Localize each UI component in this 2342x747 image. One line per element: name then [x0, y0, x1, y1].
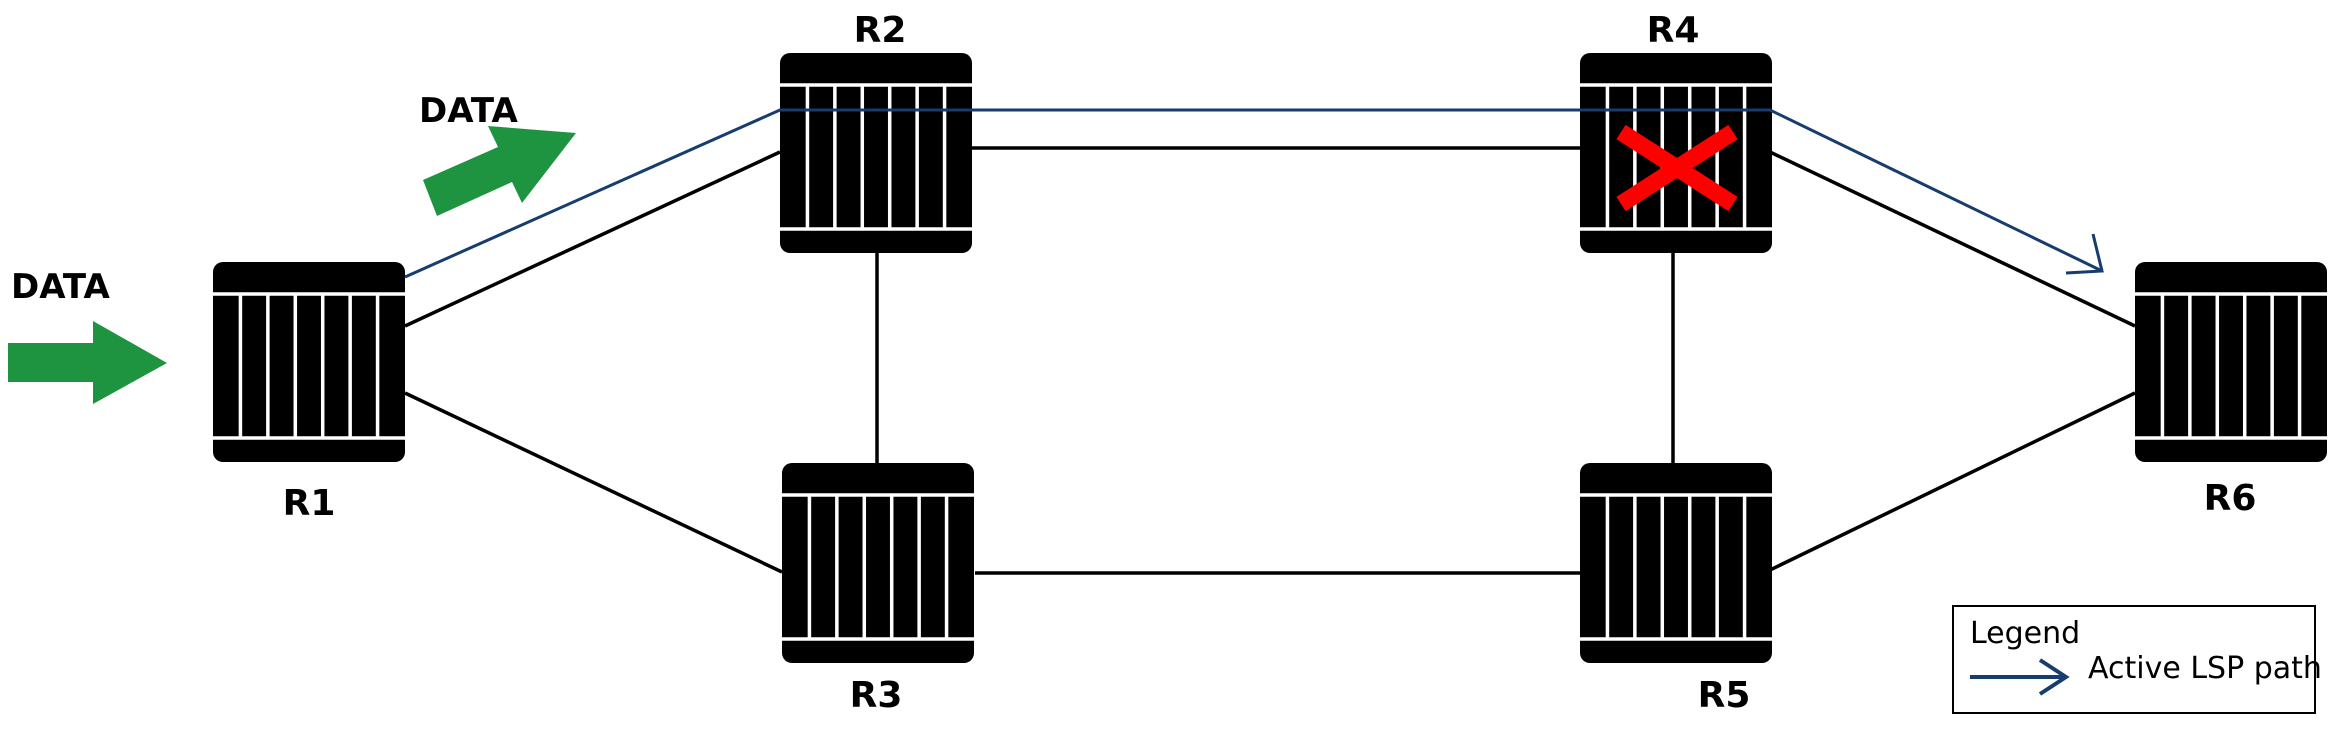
router-label-r3: R3 — [850, 675, 903, 716]
data-label-incoming: DATA — [11, 267, 110, 307]
router-icon-r1 — [213, 262, 405, 462]
router-label-r6: R6 — [2204, 478, 2257, 519]
router-label-r4: R4 — [1647, 10, 1700, 51]
legend-box — [1952, 605, 2316, 714]
legend-arrowhead-icon — [2038, 658, 2070, 696]
router-icon-r2 — [780, 53, 972, 253]
failure-x-icon — [1616, 124, 1738, 212]
lsp-path-line — [404, 108, 2101, 279]
legend: Legend Active LSP path — [1952, 605, 2322, 714]
links — [404, 146, 2136, 575]
data-arrow-incoming-icon — [8, 321, 167, 404]
router-label-r5: R5 — [1698, 675, 1751, 716]
link-r5-r6 — [1769, 391, 2136, 572]
legend-entry-label: Active LSP path — [2088, 651, 2322, 686]
router-icon-r3 — [782, 463, 974, 663]
router-icon-r6 — [2135, 262, 2327, 462]
lsp-arrowhead-icon — [2065, 233, 2104, 275]
router-label-r1: R1 — [283, 483, 336, 524]
link-r1-r3 — [404, 391, 783, 574]
router-label-r2: R2 — [854, 10, 907, 51]
link-r1-r2 — [404, 150, 781, 328]
router-icon-r4 — [1580, 53, 1772, 253]
active-lsp-path — [404, 108, 2104, 279]
legend-title: Legend — [1970, 616, 2080, 651]
routers — [213, 53, 2327, 663]
data-arrow-lsp-icon — [423, 126, 576, 216]
data-label-lsp: DATA — [419, 91, 518, 131]
link-r4-r6 — [1769, 150, 2136, 328]
router-icon-r5 — [1580, 463, 1772, 663]
